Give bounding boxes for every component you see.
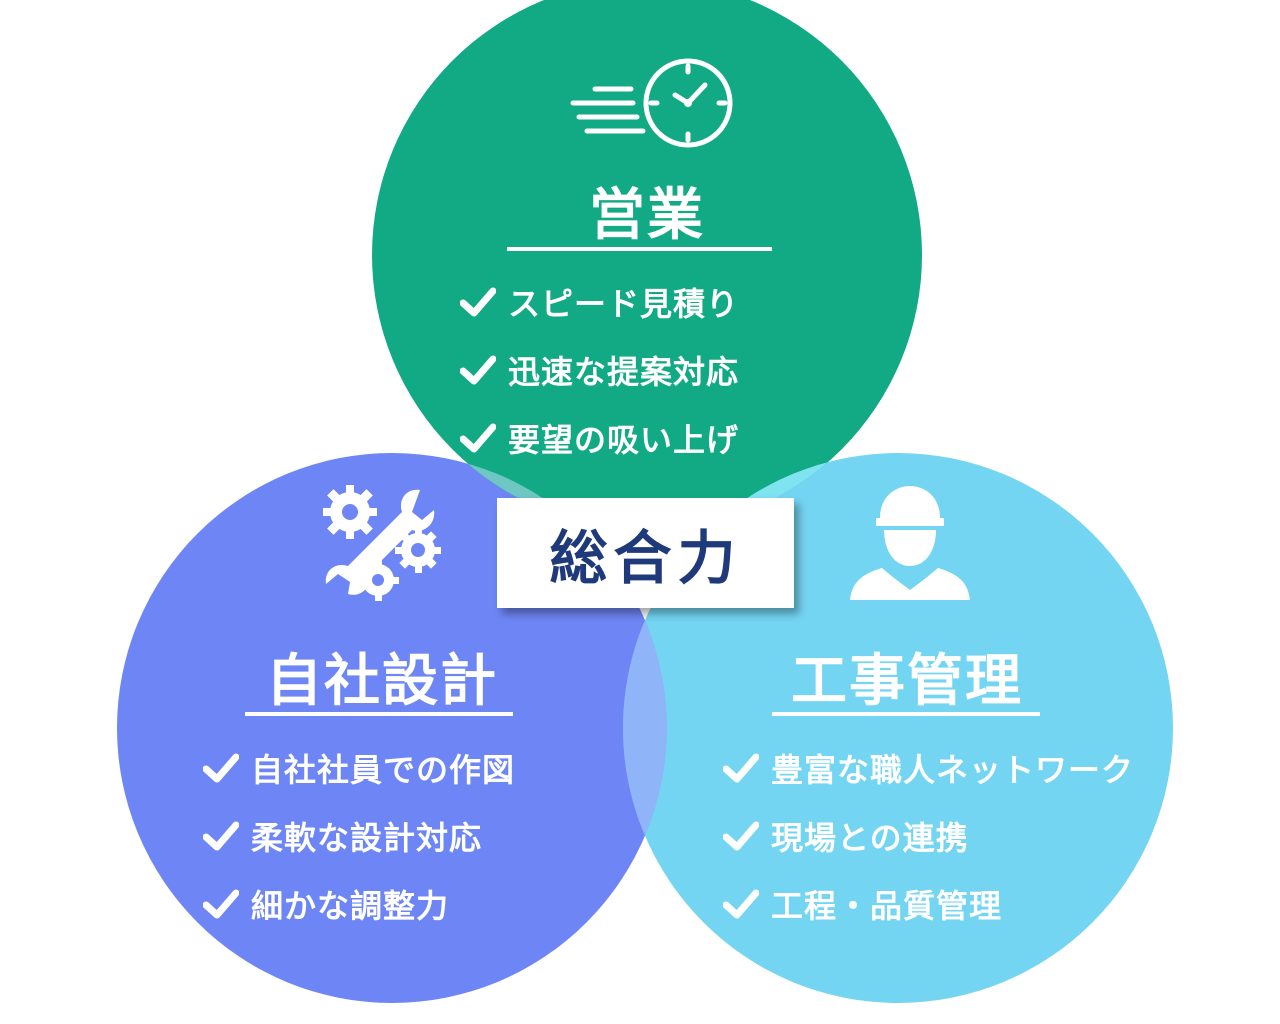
center-label-box: 総合力 xyxy=(497,498,794,608)
sales-circle xyxy=(372,0,922,530)
list-item-label: 柔軟な設計対応 xyxy=(251,819,483,857)
check-icon xyxy=(723,889,759,919)
list-item-label: 細かな調整力 xyxy=(251,887,450,925)
check-icon xyxy=(460,423,496,453)
check-icon xyxy=(723,753,759,783)
center-label: 総合力 xyxy=(549,524,742,592)
check-icon xyxy=(460,355,496,385)
construction-title: 工事管理 xyxy=(791,648,1023,714)
sales-title-rule xyxy=(507,247,772,251)
clock-speed-icon xyxy=(570,58,733,148)
list-item: 現場との連携 xyxy=(723,802,1134,870)
list-item-label: スピード見積り xyxy=(508,285,740,323)
list-item: 迅速な提案対応 xyxy=(460,336,739,404)
list-item: 柔軟な設計対応 xyxy=(203,802,515,870)
gear-wrench-icon xyxy=(323,485,441,601)
design-title-rule xyxy=(245,712,513,716)
check-icon xyxy=(203,821,239,851)
list-item-label: 自社社員での作図 xyxy=(251,751,516,789)
list-item-label: 工程・品質管理 xyxy=(771,887,1003,925)
check-icon xyxy=(203,889,239,919)
design-title: 自社設計 xyxy=(266,648,498,714)
construction-title-rule xyxy=(772,712,1040,716)
check-icon xyxy=(203,753,239,783)
design-list: 自社社員での作図 柔軟な設計対応 細かな調整力 xyxy=(203,734,515,938)
sales-list: スピード見積り 迅速な提案対応 要望の吸い上げ xyxy=(460,268,739,472)
list-item: 自社社員での作図 xyxy=(203,734,515,802)
list-item-label: 現場との連携 xyxy=(771,819,969,857)
list-item: 豊富な職人ネットワーク xyxy=(723,734,1134,802)
list-item-label: 要望の吸い上げ xyxy=(508,421,740,459)
list-item: スピード見積り xyxy=(460,268,739,336)
list-item: 要望の吸い上げ xyxy=(460,404,739,472)
list-item: 工程・品質管理 xyxy=(723,870,1134,938)
worker-helmet-icon xyxy=(850,486,970,600)
sales-title: 営業 xyxy=(589,182,705,248)
list-item-label: 迅速な提案対応 xyxy=(508,353,740,391)
check-icon xyxy=(723,821,759,851)
list-item: 細かな調整力 xyxy=(203,870,515,938)
check-icon xyxy=(460,287,496,317)
list-item-label: 豊富な職人ネットワーク xyxy=(771,751,1135,789)
construction-list: 豊富な職人ネットワーク 現場との連携 工程・品質管理 xyxy=(723,734,1134,938)
